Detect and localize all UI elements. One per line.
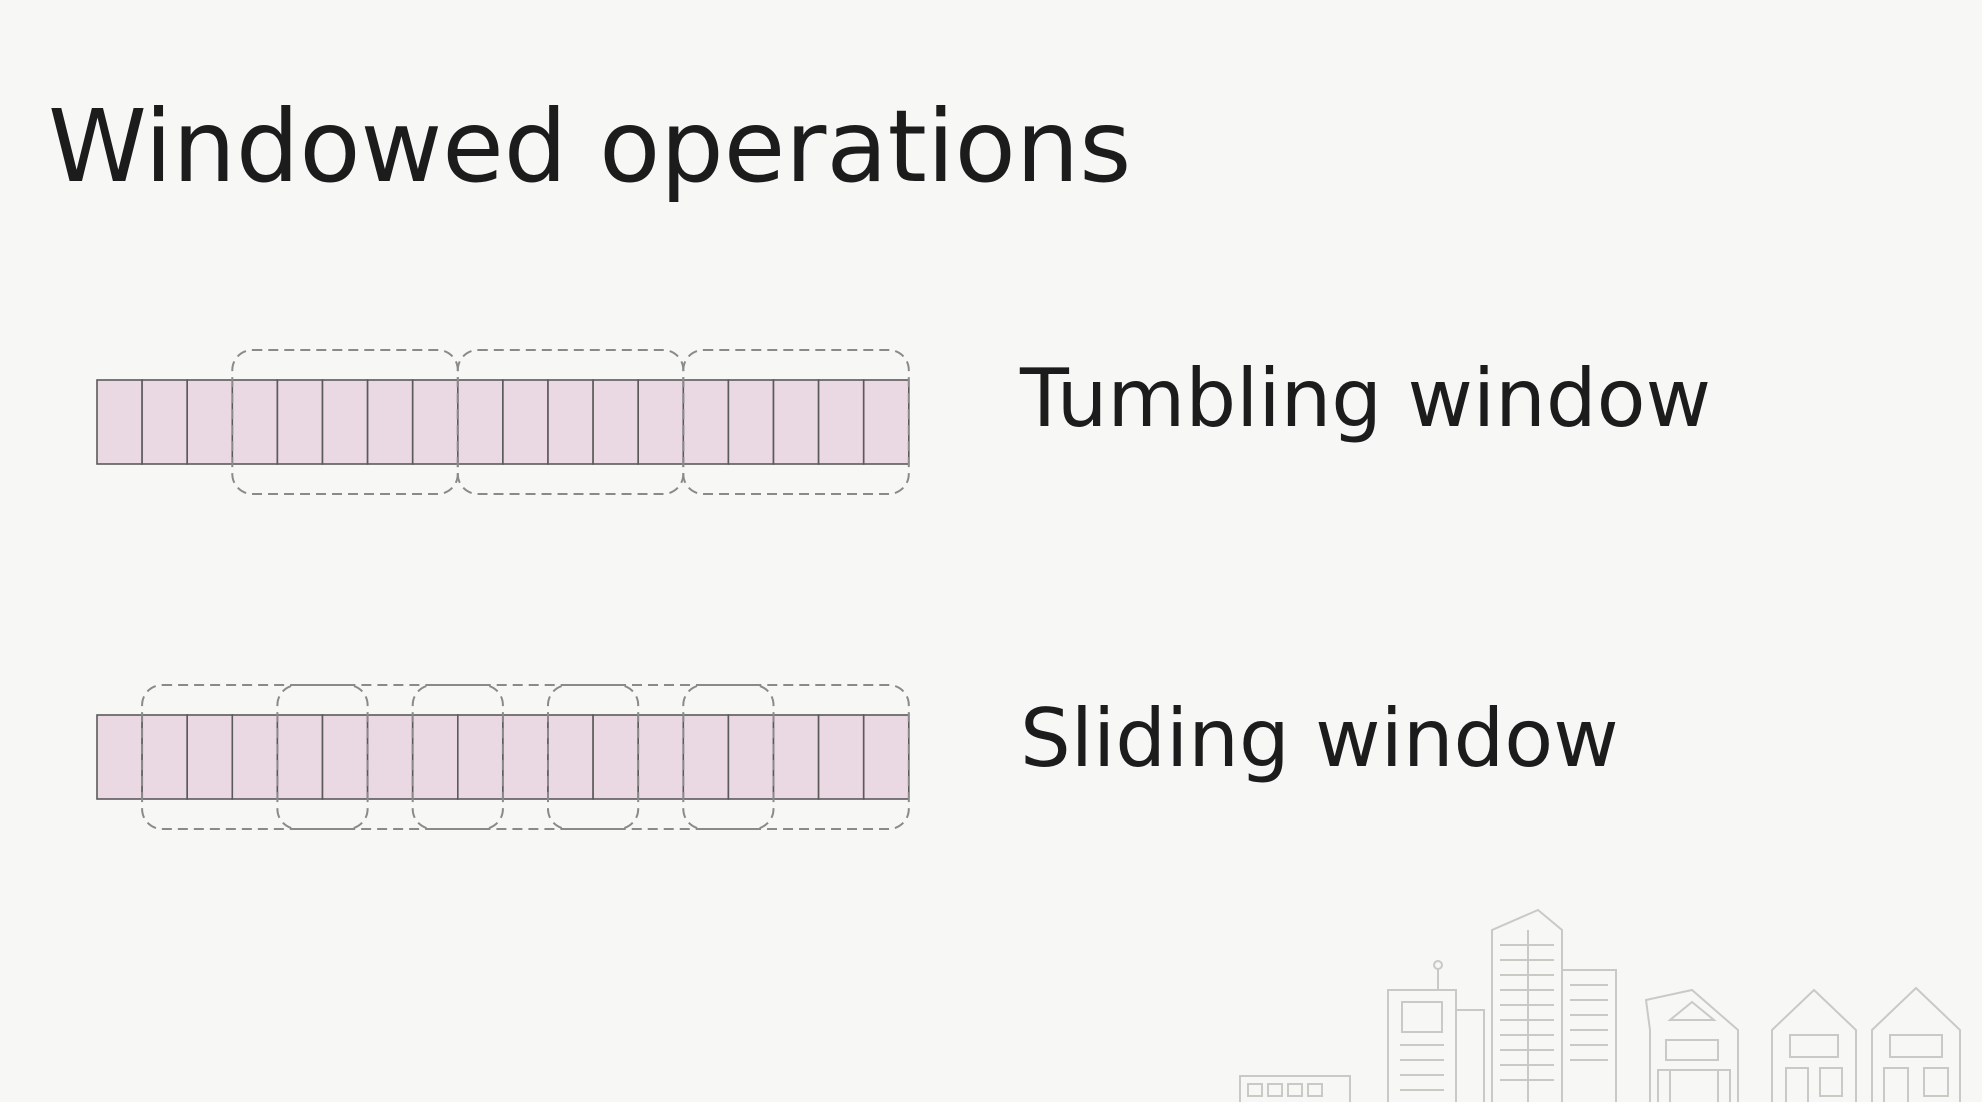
tumbling-stream-cell <box>366 379 414 465</box>
sliding-stream-cell <box>276 714 324 800</box>
tumbling-stream-cell <box>592 379 639 465</box>
slide-title: Windowed operations <box>48 88 1132 205</box>
sliding-stream-cell <box>817 714 865 800</box>
tumbling-stream-cell <box>817 379 865 465</box>
sliding-stream-cell <box>366 714 414 800</box>
tumbling-stream-cell <box>141 379 189 465</box>
sliding-stream-cell <box>186 714 234 800</box>
sliding-stream-cell <box>682 714 730 800</box>
sliding-stream-cell <box>772 714 820 800</box>
sliding-stream-cell <box>502 714 549 800</box>
sliding-stream-cell <box>637 714 685 800</box>
tumbling-stream-cell <box>411 379 459 465</box>
sliding-stream-cell <box>456 714 504 800</box>
tumbling-window-label: Tumbling window <box>1020 352 1712 445</box>
tumbling-stream-cell <box>321 379 369 465</box>
sliding-window-label: Sliding window <box>1020 692 1619 785</box>
tumbling-stream-cell <box>186 379 234 465</box>
tumbling-stream-cell <box>456 379 504 465</box>
tumbling-stream-cell <box>547 379 594 465</box>
tumbling-stream-cell <box>862 379 910 465</box>
sliding-stream-cell <box>141 714 189 800</box>
city-skyline-illustration <box>1239 908 1961 1102</box>
sliding-window-stream <box>96 684 910 830</box>
tumbling-stream-cell <box>96 379 143 465</box>
tumbling-window-stream <box>96 349 910 495</box>
sliding-stream-cell <box>727 714 775 800</box>
tumbling-stream-cell <box>727 379 775 465</box>
sliding-stream-cell <box>231 714 279 800</box>
sliding-stream-cell <box>411 714 459 800</box>
sliding-stream-cell <box>96 714 143 800</box>
tumbling-stream-cell <box>231 379 279 465</box>
tumbling-stream-cell <box>276 379 324 465</box>
sliding-stream-cell <box>862 714 910 800</box>
tumbling-stream-cell <box>637 379 685 465</box>
sliding-stream-cell <box>592 714 639 800</box>
tumbling-stream-cell <box>772 379 820 465</box>
sliding-stream-cell <box>321 714 369 800</box>
tumbling-stream-cell <box>682 379 730 465</box>
sliding-stream-cell <box>547 714 594 800</box>
tumbling-stream-cell <box>502 379 549 465</box>
